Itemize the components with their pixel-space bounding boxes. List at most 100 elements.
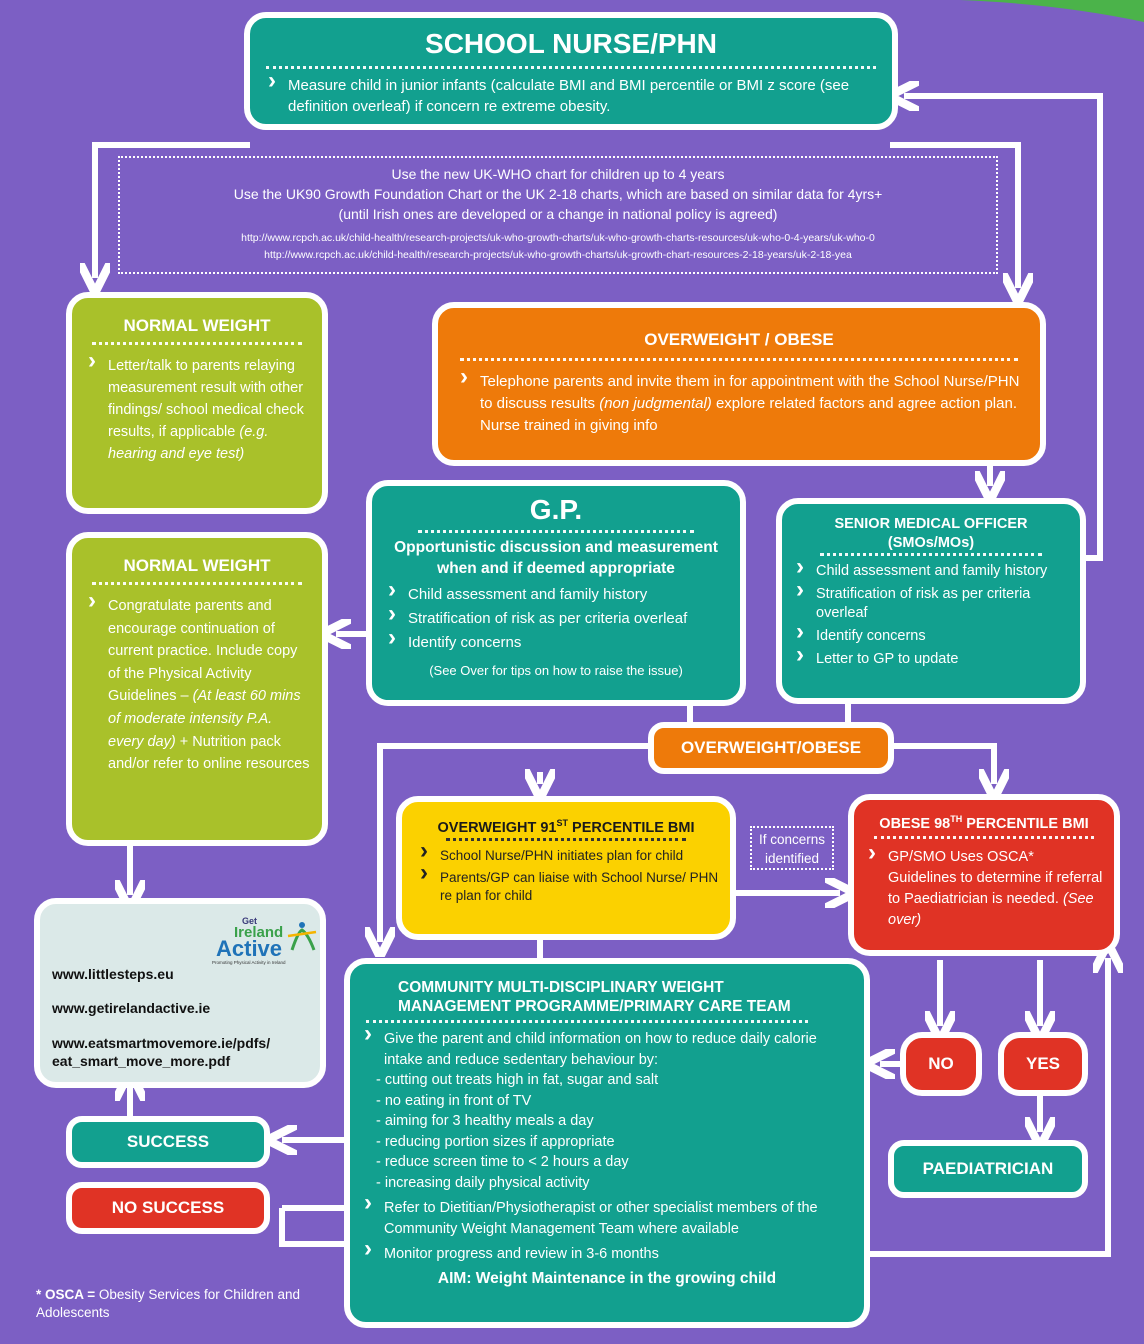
community-box: COMMUNITY MULTI-DISCIPLINARY WEIGHT MANA… <box>344 958 870 1328</box>
charts-line3: (until Irish ones are developed or a cha… <box>338 206 778 222</box>
overweight-obese-item: Telephone parents and invite them in for… <box>458 366 1022 437</box>
normal-weight-2-item: Congratulate parents and encourage conti… <box>86 590 310 776</box>
if-concerns-line2: identified <box>764 851 820 866</box>
success-box: SUCCESS <box>66 1116 270 1168</box>
overweight-91-title-a: OVERWEIGHT 91 <box>437 819 557 836</box>
community-title: COMMUNITY MULTI-DISCIPLINARY WEIGHT MANA… <box>398 979 791 1015</box>
no-box: NO <box>900 1032 982 1096</box>
community-refer: Refer to Dietitian/Physiotherapist or ot… <box>362 1193 856 1239</box>
community-intro: Give the parent and child information on… <box>362 1024 856 1070</box>
gp-subtitle: Opportunistic discussion and measurement… <box>394 539 718 577</box>
paediatrician-box: PAEDIATRICIAN <box>888 1140 1088 1198</box>
overweight-obese-text-b: explore related factors and agree action… <box>480 395 1017 434</box>
community-subitem: - cutting out treats high in fat, sugar … <box>376 1072 659 1088</box>
community-subitem: - increasing daily physical activity <box>376 1174 590 1191</box>
logo-get: Get <box>242 916 258 926</box>
resource-link[interactable]: www.littlesteps.eu <box>52 966 174 982</box>
logo-active: Active <box>216 936 283 961</box>
normal-weight-box-1: NORMAL WEIGHT Letter/talk to parents rel… <box>66 292 328 514</box>
community-subitem: - no eating in front of TV <box>376 1092 532 1109</box>
divider <box>92 342 302 345</box>
smo-item: Identify concerns <box>794 622 1076 646</box>
success-label: SUCCESS <box>126 1132 210 1151</box>
yes-box: YES <box>998 1032 1088 1096</box>
gp-item: Identify concerns <box>386 626 730 655</box>
overweight-obese-title: OVERWEIGHT / OBESE <box>644 330 834 349</box>
school-nurse-text: Measure child in junior infants (calcula… <box>266 70 876 117</box>
overweight-91-title-sup: ST <box>556 818 568 828</box>
divider <box>92 582 302 585</box>
smo-title: SENIOR MEDICAL OFFICER <box>834 516 1028 532</box>
footnote-text: Obesity Services for Children and Adoles… <box>36 1287 300 1320</box>
resource-link[interactable]: www.eatsmartmovemore.ie/pdfs/ eat_smart_… <box>52 1035 271 1069</box>
smo-item: Letter to GP to update <box>794 645 1076 669</box>
community-subitem: - reduce screen time to < 2 hours a day <box>376 1154 629 1170</box>
overweight-obese-mid: OVERWEIGHT/OBESE <box>648 722 894 774</box>
overweight-91-box: OVERWEIGHT 91ST PERCENTILE BMI School Nu… <box>396 796 736 940</box>
normal-weight-1-item: Letter/talk to parents relaying measurem… <box>86 350 310 465</box>
gp-title: G.P. <box>529 494 583 525</box>
divider <box>366 1020 808 1023</box>
paediatrician-label: PAEDIATRICIAN <box>922 1159 1054 1178</box>
charts-line2: Use the UK90 Growth Foundation Chart or … <box>233 186 883 202</box>
overweight-91-item: Parents/GP can liaise with School Nurse/… <box>418 864 722 905</box>
normal-weight-2-text-a: Congratulate parents and encourage conti… <box>108 598 298 705</box>
obese-98-italic: (See over) <box>888 890 1094 928</box>
obese-98-title: OBESE 98TH PERCENTILE BMI <box>854 814 1114 832</box>
normal-weight-1-text: Letter/talk to parents relaying measurem… <box>108 358 304 440</box>
overweight-91-item: School Nurse/PHN initiates plan for chil… <box>418 842 722 865</box>
gp-item: Child assessment and family history <box>386 578 730 607</box>
overweight-91-title: OVERWEIGHT 91ST PERCENTILE BMI <box>402 818 730 836</box>
obese-98-item: GP/SMO Uses OSCA* Guidelines to determin… <box>866 842 1104 931</box>
logo-figure-icon <box>287 922 317 951</box>
divider <box>418 530 694 533</box>
footnote-bold: * OSCA = <box>36 1287 96 1302</box>
overweight-obese-italic: (non judgmental) <box>599 395 712 412</box>
smo-item: Child assessment and family history <box>794 557 1076 581</box>
divider <box>446 837 686 841</box>
get-ireland-active-logo: Get Ireland Active Promoting Physical Ac… <box>206 914 326 966</box>
normal-weight-2-italic: (At least 60 mins of moderate intensity … <box>108 688 301 750</box>
obese-98-text: GP/SMO Uses OSCA* Guidelines to determin… <box>888 848 1103 907</box>
if-concerns-note: If concerns identified <box>750 826 834 870</box>
yes-label: YES <box>1025 1054 1061 1073</box>
divider <box>460 358 1018 361</box>
charts-url1[interactable]: http://www.rcpch.ac.uk/child-health/rese… <box>241 232 875 244</box>
normal-weight-2-title: NORMAL WEIGHT <box>123 556 271 575</box>
if-concerns-line1: If concerns <box>758 832 826 847</box>
logo-tagline: Promoting Physical Activity in Ireland <box>212 960 286 965</box>
obese-98-title-b: PERCENTILE BMI <box>962 815 1089 832</box>
obese-98-title-a: OBESE 98 <box>879 815 951 832</box>
normal-weight-2-text-b: + Nutrition pack and/or refer to online … <box>108 733 310 773</box>
school-nurse-title: SCHOOL NURSE/PHN <box>425 28 717 59</box>
community-subitem: - reducing portion sizes if appropriate <box>376 1133 615 1150</box>
obese-98-box: OBESE 98TH PERCENTILE BMI GP/SMO Uses OS… <box>848 794 1120 956</box>
school-nurse-box: SCHOOL NURSE/PHN Measure child in junior… <box>244 12 898 130</box>
gp-box: G.P. Opportunistic discussion and measur… <box>366 480 746 706</box>
osca-footnote: * OSCA = Obesity Services for Children a… <box>36 1286 336 1322</box>
divider <box>874 835 1094 839</box>
overweight-obese-mid-label: OVERWEIGHT/OBESE <box>680 738 862 757</box>
gp-footer: (See Over for tips on how to raise the i… <box>429 663 683 678</box>
normal-weight-1-title: NORMAL WEIGHT <box>123 316 271 335</box>
community-aim: AIM: Weight Maintenance in the growing c… <box>437 1269 777 1287</box>
no-label: NO <box>928 1054 954 1073</box>
overweight-91-title-b: PERCENTILE BMI <box>568 819 695 836</box>
gp-item: Stratification of risk as per criteria o… <box>386 602 730 631</box>
charts-line1: Use the new UK-WHO chart for children up… <box>391 166 725 182</box>
community-monitor: Monitor progress and review in 3-6 month… <box>362 1239 856 1265</box>
no-success-box: NO SUCCESS <box>66 1182 270 1234</box>
divider <box>266 66 876 69</box>
charts-url2[interactable]: http://www.rcpch.ac.uk/child-health/rese… <box>264 249 852 261</box>
obese-98-title-sup: TH <box>950 814 963 824</box>
logo-ireland: Ireland <box>234 924 284 941</box>
normal-weight-box-2: NORMAL WEIGHT Congratulate parents and e… <box>66 532 328 846</box>
community-subitem: - aiming for 3 healthy meals a day <box>376 1113 594 1129</box>
resource-link[interactable]: www.getirelandactive.ie <box>52 1000 211 1016</box>
overweight-obese-box: OVERWEIGHT / OBESE Telephone parents and… <box>432 302 1046 466</box>
smo-subtitle: (SMOs/MOs) <box>887 535 975 551</box>
normal-weight-1-italic: (e.g. hearing and eye test) <box>108 424 269 462</box>
growth-charts-note: Use the new UK-WHO chart for children up… <box>118 156 998 274</box>
